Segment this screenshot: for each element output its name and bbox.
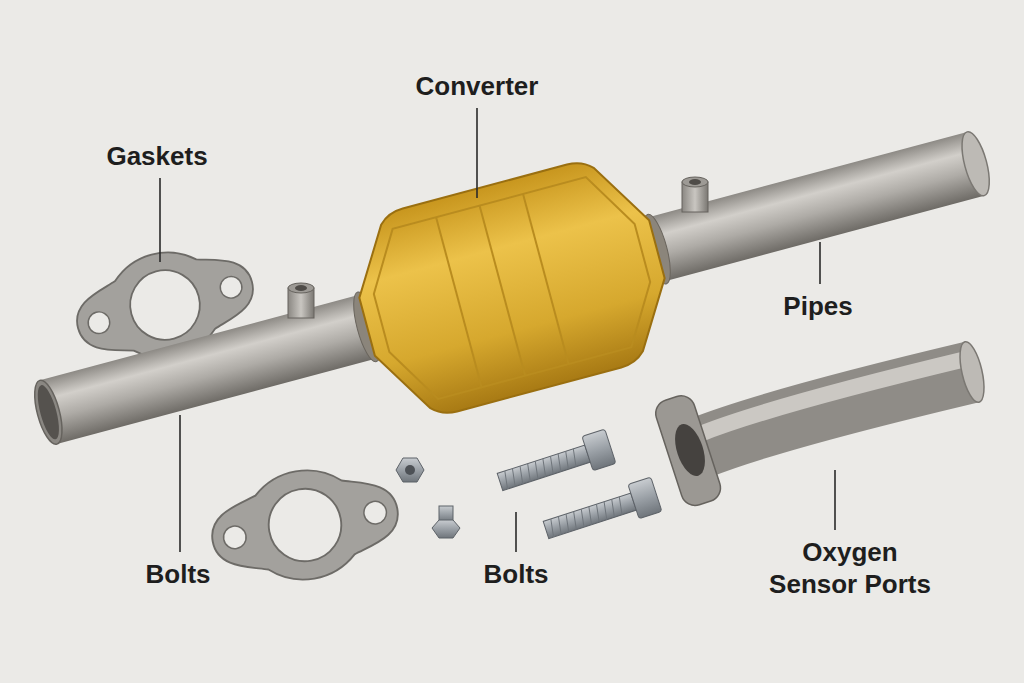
sensor-boss: [682, 177, 708, 212]
part-label: Converter: [367, 70, 587, 102]
nut: [396, 458, 424, 482]
converter-assembly: [11, 59, 1014, 516]
bolt: [494, 429, 615, 499]
sensor-boss: [288, 283, 314, 318]
part-label: Bolts: [446, 558, 586, 590]
part-label: Oxygen Sensor Ports: [760, 536, 940, 600]
part-label: Pipes: [748, 290, 888, 322]
bolt: [540, 477, 661, 547]
gasket: [203, 455, 407, 595]
bolt: [432, 506, 460, 538]
part-label: Bolts: [108, 558, 248, 590]
bent-pipe: [652, 340, 989, 510]
part-label: Gaskets: [67, 140, 247, 172]
leader-lines: [160, 108, 835, 552]
